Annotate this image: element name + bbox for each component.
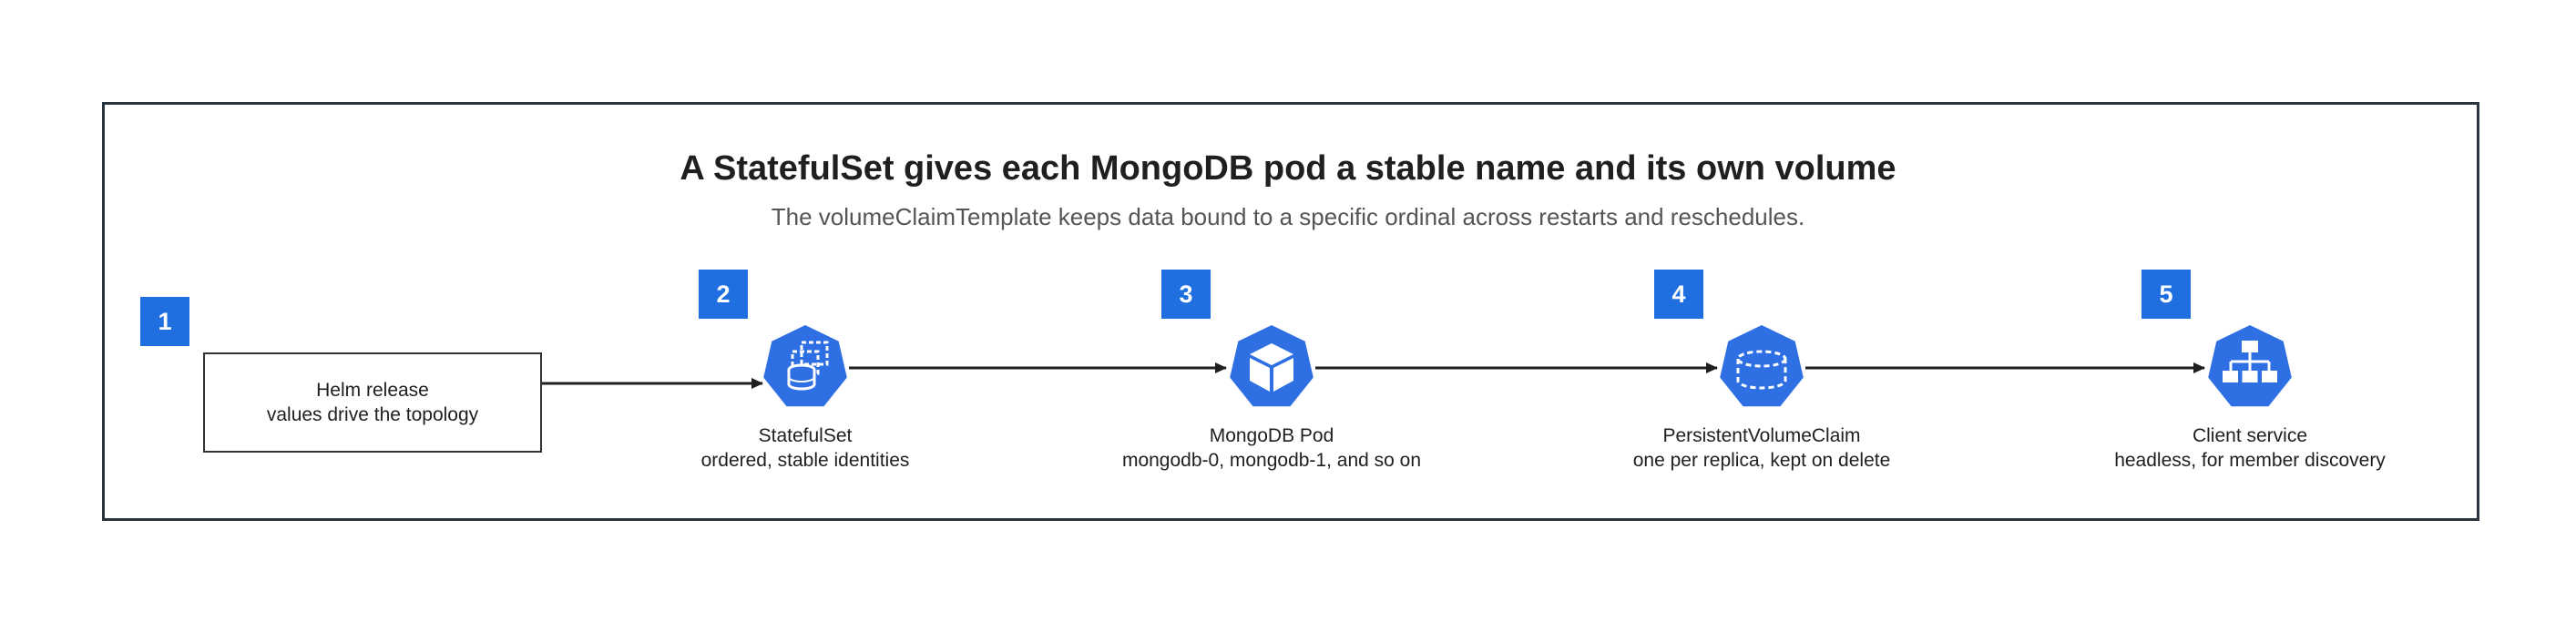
- statefulset-detail: ordered, stable identities: [700, 450, 910, 471]
- pod-title: MongoDB Pod: [1209, 425, 1334, 446]
- service-label: Client service headless, for member disc…: [2013, 423, 2487, 473]
- pvc-label: PersistentVolumeClaim one per replica, k…: [1525, 423, 1998, 473]
- step-badge-2: 2: [699, 270, 748, 319]
- step-badge-3: 3: [1161, 270, 1211, 319]
- step-badge-1: 1: [140, 297, 189, 346]
- pod-label: MongoDB Pod mongodb-0, mongodb-1, and so…: [1035, 423, 1508, 473]
- statefulset-label: StatefulSet ordered, stable identities: [568, 423, 1042, 473]
- diagram-subtitle: The volumeClaimTemplate keeps data bound…: [771, 203, 1805, 230]
- pod-detail: mongodb-0, mongodb-1, and so on: [1121, 450, 1422, 471]
- pvc-title: PersistentVolumeClaim: [1662, 425, 1861, 446]
- service-detail: headless, for member discovery: [2114, 450, 2386, 471]
- statefulset-title: StatefulSet: [758, 425, 853, 446]
- step-badge-5: 5: [2142, 270, 2191, 319]
- service-title: Client service: [2192, 425, 2308, 446]
- step-badge-4: 4: [1654, 270, 1703, 319]
- helm-release-detail: values drive the topology: [266, 404, 479, 425]
- pvc-cylinder-icon: [1720, 325, 1804, 407]
- helm-release-box: Helm release values drive the topology: [203, 352, 542, 453]
- statefulset-icon: [763, 325, 847, 407]
- diagram-frame: [102, 102, 2479, 521]
- pod-cube-icon: [1230, 325, 1314, 407]
- service-hierarchy-icon: [2208, 325, 2292, 407]
- pvc-detail: one per replica, kept on delete: [1632, 450, 1891, 471]
- diagram-title: A StatefulSet gives each MongoDB pod a s…: [680, 149, 1896, 188]
- helm-release-title: Helm release: [316, 380, 429, 401]
